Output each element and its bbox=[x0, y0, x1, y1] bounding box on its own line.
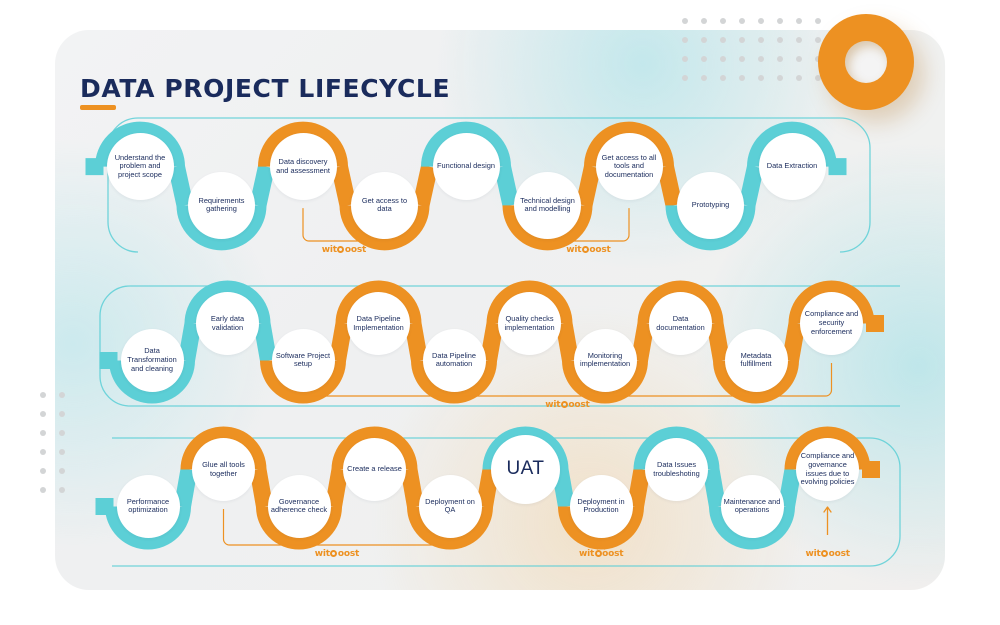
witboost-logo-text-2: oost bbox=[337, 549, 360, 559]
lifecycle-node-label: UAT bbox=[506, 458, 545, 480]
orange-donut-icon bbox=[818, 14, 914, 110]
witboost-logo-text-2: oost bbox=[568, 400, 590, 410]
lifecycle-node[interactable]: Create a release bbox=[343, 438, 406, 502]
lifecycle-node[interactable]: Performance optimization bbox=[116, 474, 180, 538]
lifecycle-node-label: Data Issues troubleshoting bbox=[653, 459, 700, 478]
lifecycle-node[interactable]: Data Pipeline automation bbox=[422, 328, 486, 392]
witboost-o-icon bbox=[337, 246, 345, 253]
lifecycle-node[interactable]: Compliance and security enforcement bbox=[800, 292, 863, 356]
lifecycle-node-label: Early data validation bbox=[210, 313, 245, 332]
lifecycle-node[interactable]: Deployment in Production bbox=[569, 474, 633, 538]
lifecycle-node-label: Software Project setup bbox=[275, 350, 331, 369]
lifecycle-node[interactable]: Data Transformation and cleaning bbox=[120, 328, 184, 392]
lifecycle-node-label: Compliance and security enforcement bbox=[804, 309, 859, 336]
lifecycle-node-label: Technical design and modelling bbox=[520, 195, 575, 214]
lifecycle-node-label: Get access to all tools and documentatio… bbox=[601, 152, 657, 180]
witboost-logo-text-2: oost bbox=[589, 245, 611, 255]
lifecycle-node-label: Prototyping bbox=[691, 199, 730, 209]
lifecycle-node[interactable]: Early data validation bbox=[196, 292, 259, 356]
lifecycle-node-label: Deployment in Production bbox=[577, 496, 625, 515]
lifecycle-node[interactable]: Technical design and modelling bbox=[514, 171, 581, 239]
witboost-logo-text-2: oost bbox=[344, 245, 367, 255]
lifecycle-node-label: Glue all tools together bbox=[202, 459, 245, 478]
witboost-o-icon bbox=[821, 550, 829, 557]
lifecycle-node[interactable]: Data documentation bbox=[649, 292, 712, 356]
lifecycle-node[interactable]: Software Project setup bbox=[271, 328, 335, 392]
lifecycle-node-label: Quality checks implementation bbox=[504, 313, 555, 332]
lifecycle-node[interactable]: Deployment on QA bbox=[418, 474, 482, 538]
lifecycle-node-label: Data Pipeline Implementation bbox=[353, 313, 404, 332]
lifecycle-node-label: Compliance and governance issues due to … bbox=[800, 451, 855, 487]
lifecycle-node-label: Data documentation bbox=[656, 313, 705, 332]
witboost-logo-text: wit bbox=[566, 245, 582, 255]
witboost-logo-text: wit bbox=[314, 549, 330, 559]
witboost-logo-text-2: oost bbox=[602, 549, 624, 559]
lifecycle-node[interactable]: Metadata fulfillment bbox=[724, 328, 788, 392]
lifecycle-node[interactable]: Maintenance and operations bbox=[720, 474, 784, 538]
lifecycle-node[interactable]: Glue all tools together bbox=[192, 438, 255, 502]
lifecycle-node-label: Requirements gathering bbox=[198, 195, 245, 214]
witboost-logo-text: wit bbox=[579, 549, 595, 559]
lifecycle-node-label: Create a release bbox=[347, 464, 402, 474]
lifecycle-node-label: Data Pipeline automation bbox=[432, 350, 476, 369]
witboost-o-icon bbox=[594, 550, 602, 557]
witboost-logo-text: wit bbox=[805, 549, 821, 559]
lifecycle-node-label: Performance optimization bbox=[126, 496, 170, 515]
lifecycle-node-label: Data discovery and assessment bbox=[276, 156, 330, 175]
lifecycle-node[interactable]: Data Extraction bbox=[758, 133, 826, 201]
lifecycle-node[interactable]: Get access to data bbox=[351, 171, 418, 239]
lifecycle-node[interactable]: Compliance and governance issues due to … bbox=[796, 438, 859, 502]
page-title: DATA PROJECT LIFECYCLE bbox=[80, 74, 451, 103]
lifecycle-node-label: Maintenance and operations bbox=[723, 496, 781, 515]
lifecycle-node-label: Deployment on QA bbox=[425, 496, 475, 515]
lifecycle-node[interactable]: Prototyping bbox=[677, 171, 744, 239]
lifecycle-node[interactable]: Data Pipeline Implementation bbox=[347, 292, 410, 356]
lifecycle-node[interactable]: UAT bbox=[491, 435, 560, 505]
lifecycle-node[interactable]: Data Issues troubleshoting bbox=[645, 438, 708, 502]
lifecycle-node[interactable]: Quality checks implementation bbox=[498, 292, 561, 356]
lifecycle-node-label: Metadata fulfillment bbox=[740, 350, 772, 369]
lifecycle-node-label: Get access to data bbox=[361, 195, 408, 214]
lifecycle-node-label: Functional design bbox=[437, 161, 495, 171]
lifecycle-node[interactable]: Requirements gathering bbox=[188, 171, 255, 239]
lifecycle-node[interactable]: Functional design bbox=[432, 133, 500, 201]
lifecycle-node-label: Governance adherence check bbox=[270, 496, 328, 515]
witboost-o-icon bbox=[330, 550, 338, 557]
witboost-o-icon bbox=[560, 401, 568, 408]
lifecycle-node-label: Data Extraction bbox=[766, 161, 818, 171]
lifecycle-node[interactable]: Understand the problem and project scope bbox=[106, 133, 174, 201]
lifecycle-node-label: Monitoring implementation bbox=[579, 350, 631, 369]
lifecycle-node-label: Understand the problem and project scope bbox=[114, 152, 166, 180]
witboost-o-icon bbox=[581, 246, 589, 253]
lifecycle-node[interactable]: Data discovery and assessment bbox=[269, 133, 337, 201]
lifecycle-node[interactable]: Get access to all tools and documentatio… bbox=[595, 133, 663, 201]
witboost-logo-text: wit bbox=[321, 245, 337, 255]
lifecycle-node[interactable]: Governance adherence check bbox=[267, 474, 331, 538]
lifecycle-node[interactable]: Monitoring implementation bbox=[573, 328, 637, 392]
witboost-logo-text: wit bbox=[545, 400, 561, 410]
witboost-logo-text-2: oost bbox=[828, 549, 850, 559]
lifecycle-node-label: Data Transformation and cleaning bbox=[127, 346, 177, 373]
title-underline bbox=[80, 105, 116, 110]
